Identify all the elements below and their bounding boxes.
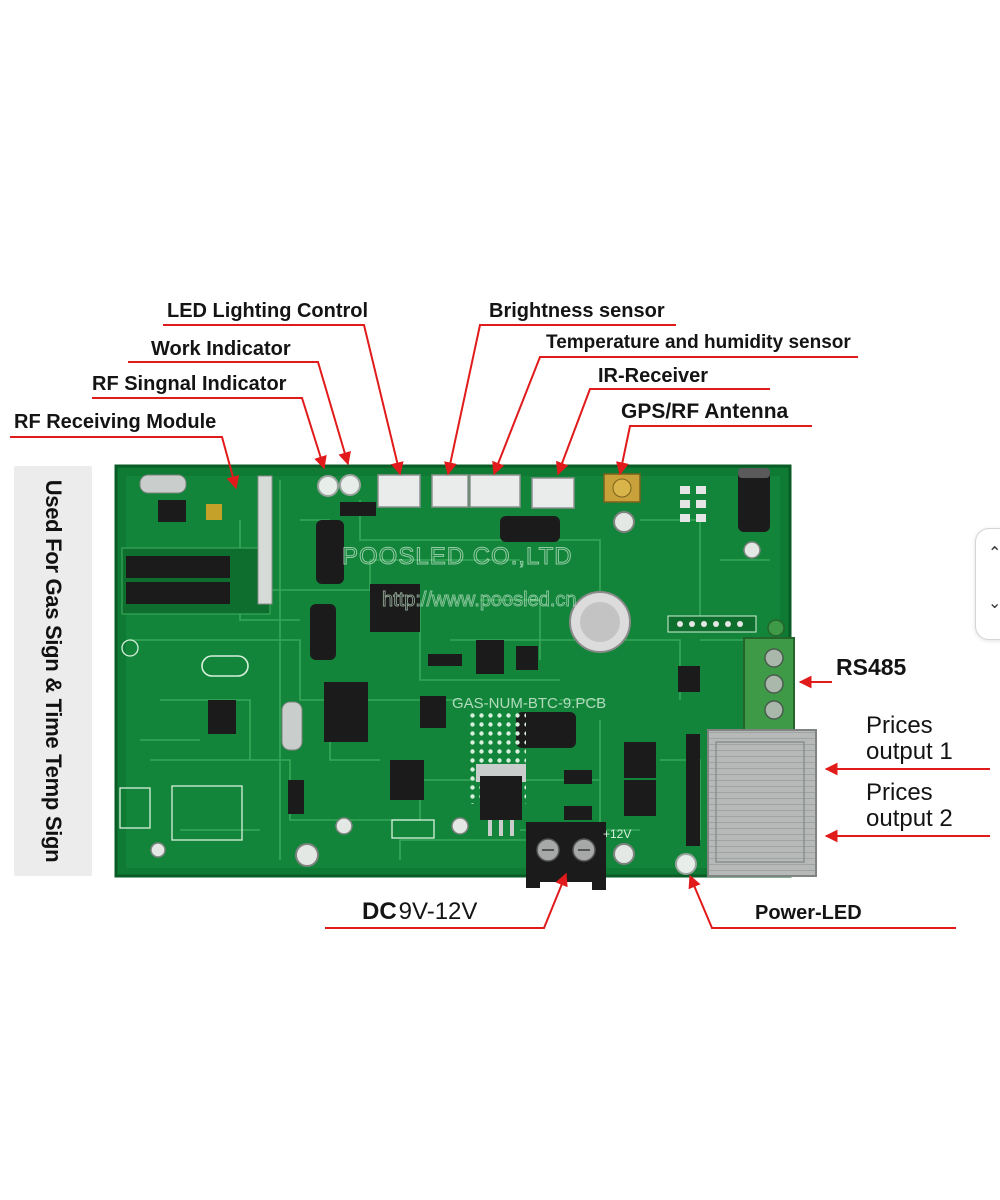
voltage-regulator	[480, 776, 522, 820]
mounting-hole-top-right-2	[743, 541, 761, 559]
mounting-hole-bottom-left	[295, 843, 319, 867]
ir-receiver-connector	[531, 477, 575, 509]
label-dc-input: DC9V-12V	[362, 900, 477, 924]
leader-brightness-sensor	[444, 324, 676, 476]
label-temp-humidity-sensor: Temperature and humidity sensor	[546, 332, 851, 353]
label-rf-receiving-module: RF Receiving Module	[14, 411, 217, 433]
viewer-scroll-control[interactable]: ⌃ ⌄	[975, 528, 1000, 640]
label-brightness-sensor: Brightness sensor	[489, 300, 665, 322]
inductor-2	[564, 806, 592, 820]
leader-power-led	[688, 874, 956, 929]
pcb-inner-region	[126, 476, 780, 868]
silkscreen-pcb-name: GAS-NUM-BTC-9.PCB	[452, 695, 606, 712]
vertical-header-right	[686, 734, 700, 846]
silkscreen-voltage: +12V	[603, 827, 631, 841]
label-power-led: Power-LED	[755, 902, 862, 924]
leader-gps-rf-antenna	[616, 425, 812, 476]
ic-center-1	[476, 640, 504, 674]
leader-led-lighting-control	[163, 324, 404, 476]
label-led-lighting-control: LED Lighting Control	[167, 300, 369, 322]
silkscreen-company: POOSLED CO.,LTD	[342, 543, 573, 570]
inductor-1	[564, 770, 592, 784]
pads-top-right	[680, 486, 706, 522]
power-led	[675, 853, 697, 875]
temp-humidity-connector	[469, 474, 521, 508]
electrolytic-capacitor-horizontal	[500, 516, 560, 542]
leader-temp-humidity-sensor	[492, 356, 858, 476]
ic-bottom-center	[390, 760, 424, 800]
label-prices-output-2-line1: Prices	[866, 779, 933, 806]
label-gps-rf-antenna: GPS/RF Antenna	[621, 400, 789, 423]
jumper-header-top	[340, 502, 376, 516]
mounting-hole-top	[613, 511, 635, 533]
silkscreen-oval	[201, 655, 249, 677]
rf-module-header	[257, 475, 273, 605]
rs485-screws	[764, 648, 784, 720]
leader-rf-signal-indicator	[92, 397, 327, 470]
regulator-leads	[488, 820, 514, 836]
side-banner	[14, 466, 92, 876]
brightness-sensor-connector	[431, 474, 469, 508]
leader-work-indicator	[128, 361, 351, 466]
electrolytic-capacitor-2	[310, 604, 336, 660]
mounting-hole-center	[451, 817, 469, 835]
pin-strip-right	[667, 615, 757, 633]
label-dc-prefix: DC	[362, 898, 397, 925]
ic-center-2	[516, 646, 538, 670]
label-rf-signal-indicator: RF Singnal Indicator	[92, 373, 287, 395]
rf-signal-led	[317, 475, 339, 497]
crystal-center	[281, 701, 303, 751]
label-prices-output-1-line1: Prices	[866, 712, 933, 739]
mounting-hole-left	[150, 842, 166, 858]
chip-small-top-left	[158, 500, 186, 522]
leader-ir-receiver	[556, 388, 770, 476]
electrolytic-capacitor-1	[316, 520, 344, 584]
main-mcu-chip	[370, 584, 420, 632]
label-rs485: RS485	[836, 654, 907, 680]
silkscreen-outlines	[119, 639, 435, 841]
label-ir-receiver: IR-Receiver	[598, 365, 709, 387]
chevron-down-icon[interactable]: ⌄	[988, 595, 1000, 612]
pin-strip-pads	[677, 621, 743, 627]
label-work-indicator: Work Indicator	[151, 338, 291, 360]
terminal-top-knob	[767, 619, 785, 637]
electrolytic-capacitor-lower	[516, 712, 576, 748]
mounting-hole-bottom-center	[613, 843, 635, 865]
label-prices-output-1-line2: output 1	[866, 738, 953, 765]
ic-right-2	[624, 780, 656, 816]
leader-dc-input	[325, 872, 568, 929]
mounting-hole-mid	[335, 817, 353, 835]
leader-rf-receiving-module	[10, 436, 240, 490]
jumper-block-center	[420, 696, 446, 728]
ic-left-mid	[208, 700, 236, 734]
chevron-up-icon[interactable]: ⌃	[988, 545, 1000, 562]
ic-rs485-driver	[678, 666, 700, 692]
header-left	[288, 780, 304, 814]
work-indicator-led	[339, 474, 361, 496]
ic-left-large	[324, 682, 368, 742]
label-dc-range: 9V-12V	[398, 898, 478, 925]
rf-module-pins	[126, 556, 230, 604]
silkscreen-url: http://www.poosled.cn	[382, 589, 577, 611]
chip-gold-component	[206, 504, 222, 520]
electrolytic-capacitor-top-right	[738, 468, 770, 532]
rj45-jack-body	[707, 729, 817, 877]
led-lighting-connector	[377, 474, 421, 508]
jumper-center	[428, 654, 462, 666]
rj45-jack-inner	[715, 741, 805, 863]
crystal-oscillator	[139, 474, 187, 494]
ic-right-1	[624, 742, 656, 778]
label-prices-output-2-line2: output 2	[866, 805, 953, 832]
